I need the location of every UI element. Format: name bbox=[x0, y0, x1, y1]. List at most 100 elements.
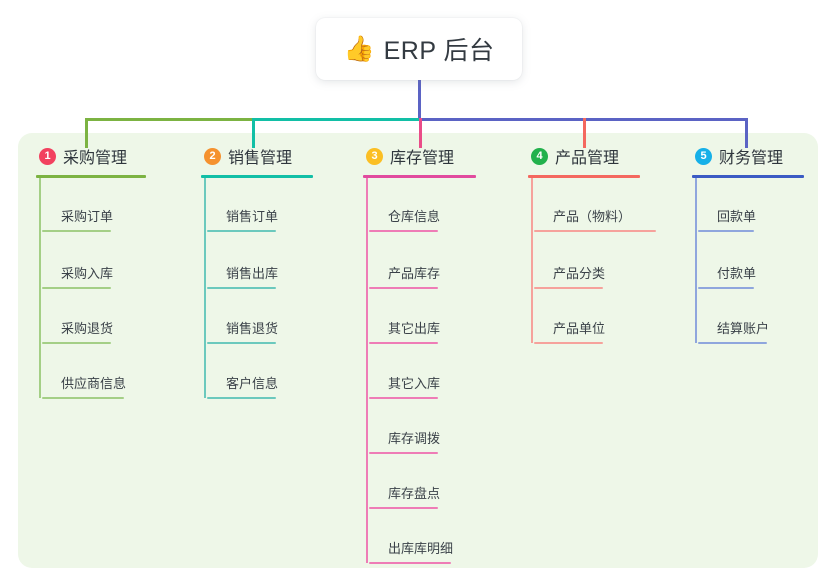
branch-title: 库存管理 bbox=[390, 150, 455, 167]
leaf-underline bbox=[534, 230, 656, 232]
leaf-label: 库存调拨 bbox=[388, 431, 441, 446]
leaf-item[interactable]: 结算账户 bbox=[695, 288, 832, 344]
branch-stub-4 bbox=[583, 118, 586, 148]
leaf-item[interactable]: 供应商信息 bbox=[39, 343, 186, 399]
root-title: ERP 后台 bbox=[383, 37, 495, 65]
leaf-list: 销售订单销售出库销售退货客户信息 bbox=[201, 178, 346, 399]
leaf-underline bbox=[369, 230, 438, 232]
leaf-label: 回款单 bbox=[717, 209, 757, 224]
branch-number-badge: 2 bbox=[204, 147, 221, 165]
leaf-underline bbox=[369, 397, 438, 399]
leaf-item[interactable]: 库存调拨 bbox=[366, 398, 513, 454]
leaf-list: 仓库信息产品库存其它出库其它入库库存调拨库存盘点出库库明细 bbox=[363, 178, 513, 564]
branch-title: 采购管理 bbox=[63, 150, 128, 167]
leaf-label: 供应商信息 bbox=[61, 376, 127, 391]
leaf-underline bbox=[207, 230, 276, 232]
leaf-item[interactable]: 其它入库 bbox=[366, 343, 513, 399]
branch-spine bbox=[695, 178, 697, 343]
leaf-underline bbox=[369, 342, 438, 344]
leaf-label: 其它入库 bbox=[388, 376, 441, 391]
branch-stub-5 bbox=[745, 118, 748, 148]
leaf-label: 产品（物料） bbox=[553, 209, 632, 224]
leaf-underline bbox=[207, 287, 276, 289]
leaf-item[interactable]: 产品库存 bbox=[366, 233, 513, 289]
thumbs-up-icon: 👍 bbox=[343, 34, 375, 63]
leaf-label: 产品库存 bbox=[388, 266, 441, 281]
leaf-item[interactable]: 回款单 bbox=[695, 178, 832, 233]
branch-underline bbox=[528, 175, 640, 178]
branch-spine bbox=[366, 178, 368, 563]
leaf-label: 付款单 bbox=[717, 266, 757, 281]
branch-spine bbox=[39, 178, 41, 398]
leaf-underline bbox=[369, 507, 438, 509]
leaf-label: 出库库明细 bbox=[388, 541, 454, 556]
branch-header-2[interactable]: 2 销售管理 bbox=[201, 144, 346, 168]
branch-spine bbox=[204, 178, 206, 398]
leaf-item[interactable]: 出库库明细 bbox=[366, 508, 513, 564]
connector-bar-teal bbox=[252, 118, 422, 121]
leaf-label: 结算账户 bbox=[717, 321, 770, 336]
leaf-underline bbox=[698, 342, 767, 344]
leaf-underline bbox=[42, 287, 111, 289]
branch-underline bbox=[36, 175, 146, 178]
leaf-item[interactable]: 库存盘点 bbox=[366, 453, 513, 509]
leaf-label: 销售出库 bbox=[226, 266, 279, 281]
leaf-item[interactable]: 产品（物料） bbox=[531, 178, 678, 233]
leaf-list: 产品（物料） 产品分类产品单位 bbox=[528, 178, 678, 344]
leaf-underline bbox=[369, 452, 438, 454]
leaf-item[interactable]: 销售订单 bbox=[204, 178, 346, 233]
leaf-label: 销售退货 bbox=[226, 321, 279, 336]
leaf-underline bbox=[42, 397, 124, 399]
leaf-item[interactable]: 付款单 bbox=[695, 233, 832, 289]
branch-stub-3 bbox=[419, 118, 422, 148]
leaf-label: 仓库信息 bbox=[388, 209, 441, 224]
leaf-underline bbox=[42, 342, 111, 344]
branch-title: 产品管理 bbox=[555, 150, 620, 167]
leaf-item[interactable]: 销售出库 bbox=[204, 233, 346, 289]
leaf-item[interactable]: 销售退货 bbox=[204, 288, 346, 344]
leaf-item[interactable]: 采购订单 bbox=[39, 178, 186, 233]
trunk-connector bbox=[418, 78, 421, 121]
leaf-underline bbox=[42, 230, 111, 232]
root-node[interactable]: 👍 ERP 后台 bbox=[316, 18, 522, 80]
leaf-label: 采购入库 bbox=[61, 266, 114, 281]
branch-number-badge: 1 bbox=[39, 147, 56, 165]
leaf-list: 回款单付款单结算账户 bbox=[692, 178, 832, 344]
branch-stub-1 bbox=[85, 118, 88, 148]
branch-number-badge: 5 bbox=[695, 147, 712, 165]
leaf-label: 采购订单 bbox=[61, 209, 114, 224]
branch-stub-2 bbox=[252, 118, 255, 148]
leaf-label: 产品分类 bbox=[553, 266, 606, 281]
leaf-label: 产品单位 bbox=[553, 321, 606, 336]
leaf-item[interactable]: 产品分类 bbox=[531, 233, 678, 289]
leaf-underline bbox=[207, 397, 276, 399]
branch-number-badge: 3 bbox=[366, 147, 383, 165]
branch-header-4[interactable]: 4 产品管理 bbox=[528, 144, 678, 168]
leaf-item[interactable]: 产品单位 bbox=[531, 288, 678, 344]
leaf-underline bbox=[369, 562, 451, 564]
branch-underline bbox=[692, 175, 804, 178]
branch-header-1[interactable]: 1 采购管理 bbox=[36, 144, 186, 168]
leaf-label: 销售订单 bbox=[226, 209, 279, 224]
content-panel bbox=[18, 133, 818, 568]
branch-title: 销售管理 bbox=[228, 150, 293, 167]
branch-number-badge: 4 bbox=[531, 147, 548, 165]
leaf-underline bbox=[369, 287, 438, 289]
branch-header-3[interactable]: 3 库存管理 bbox=[363, 144, 513, 168]
leaf-item[interactable]: 客户信息 bbox=[204, 343, 346, 399]
branch-spine bbox=[531, 178, 533, 343]
leaf-item[interactable]: 采购退货 bbox=[39, 288, 186, 344]
branch-column-1: 1 采购管理采购订单采购入库采购退货供应商信息 bbox=[36, 144, 186, 399]
branch-column-3: 3 库存管理仓库信息产品库存其它出库其它入库库存调拨库存盘点出库库明细 bbox=[363, 144, 513, 564]
leaf-underline bbox=[534, 287, 603, 289]
leaf-underline bbox=[698, 287, 754, 289]
leaf-label: 客户信息 bbox=[226, 376, 279, 391]
leaf-item[interactable]: 采购入库 bbox=[39, 233, 186, 289]
connector-bar-green bbox=[85, 118, 255, 121]
leaf-item[interactable]: 其它出库 bbox=[366, 288, 513, 344]
leaf-list: 采购订单采购入库采购退货供应商信息 bbox=[36, 178, 186, 399]
leaf-item[interactable]: 仓库信息 bbox=[366, 178, 513, 233]
